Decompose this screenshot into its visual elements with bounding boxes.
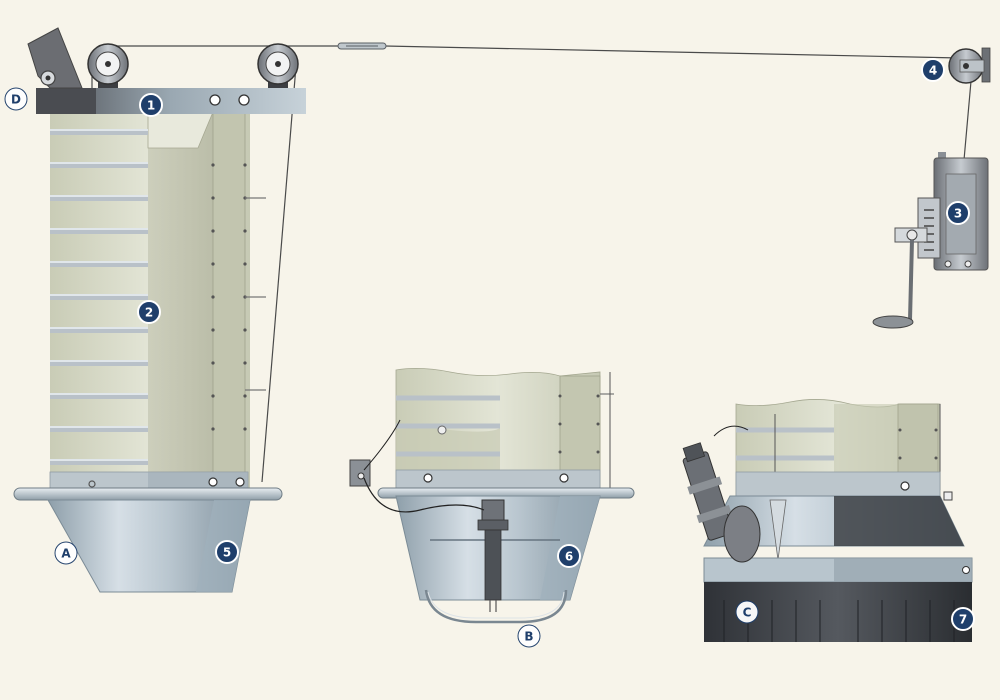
svg-text:2: 2: [145, 306, 153, 320]
callout-B: B: [517, 624, 541, 648]
callout-5: 5: [215, 540, 239, 564]
pivot-bracket: [27, 27, 83, 89]
callout-7: 7: [951, 607, 975, 631]
support-rings: [50, 129, 148, 465]
wall-pulley: [948, 47, 991, 84]
fill-pipe: [13, 487, 283, 501]
pulley-right: [257, 43, 299, 88]
callout-C: C: [735, 600, 759, 624]
svg-text:5: 5: [223, 546, 231, 560]
callout-3: 3: [946, 201, 970, 225]
svg-text:3: 3: [954, 207, 962, 221]
seam-rivets: [211, 163, 247, 431]
turnbuckle: [337, 42, 387, 50]
hand-winch: [872, 152, 989, 329]
svg-text:6: 6: [565, 550, 573, 564]
pulley-left: [87, 43, 129, 88]
svg-text:B: B: [524, 630, 533, 644]
svg-text:A: A: [61, 547, 71, 561]
callout-1: 1: [139, 93, 163, 117]
silo-left: [13, 27, 306, 593]
svg-text:7: 7: [959, 613, 967, 627]
bag-seam: [212, 111, 246, 491]
svg-text:1: 1: [147, 99, 155, 113]
callout-6: 6: [557, 544, 581, 568]
svg-text:4: 4: [929, 64, 937, 78]
bag-panel: [148, 112, 213, 490]
silo-center: [349, 368, 635, 624]
callout-2: 2: [137, 300, 161, 324]
callout-4: 4: [921, 58, 945, 82]
callout-D: D: [4, 87, 28, 111]
callout-A: A: [54, 541, 78, 565]
silo-right: [682, 399, 973, 642]
svg-text:C: C: [743, 606, 752, 620]
svg-text:D: D: [11, 93, 21, 107]
